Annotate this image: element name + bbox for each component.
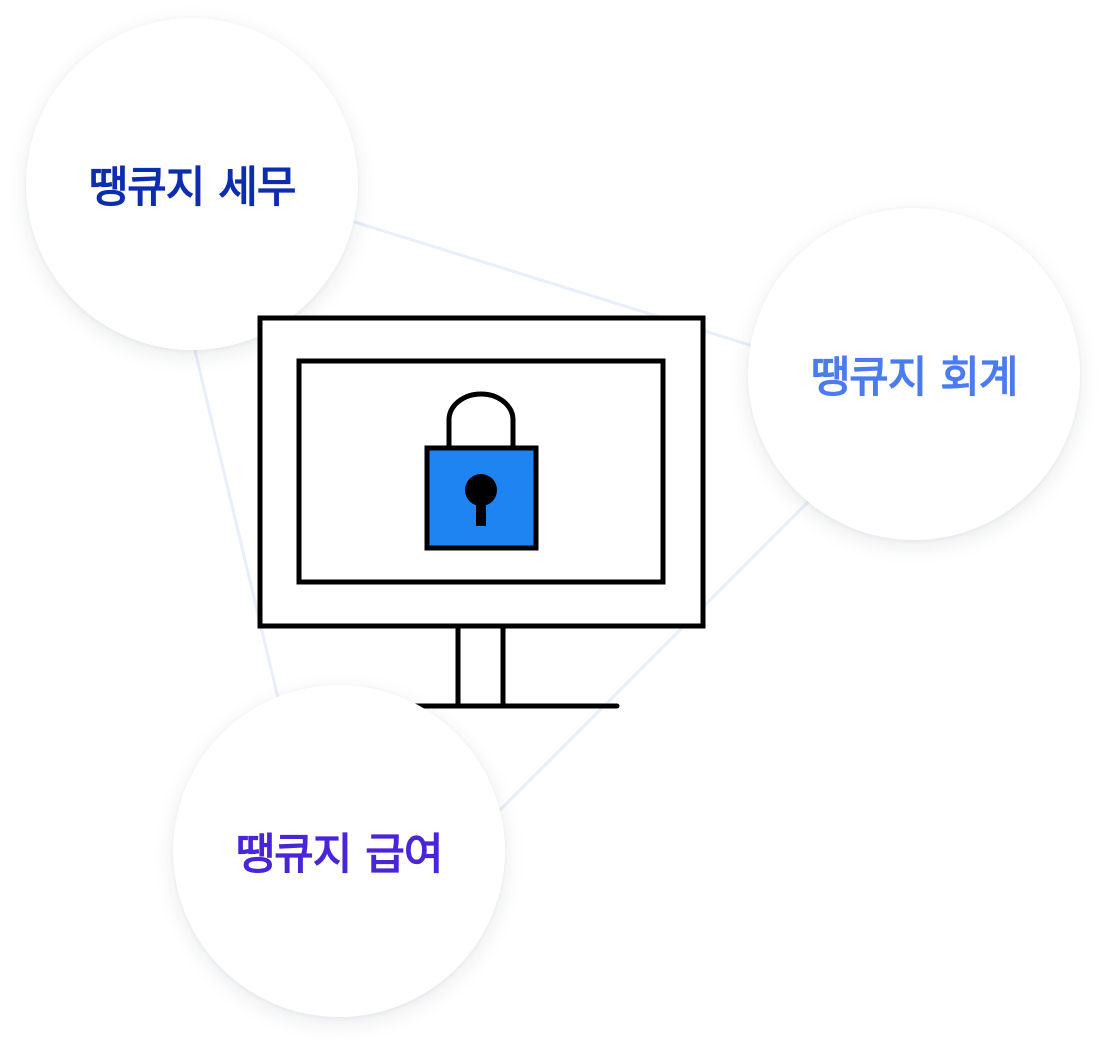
bubble-payroll-label: 땡큐지 급여 xyxy=(235,830,444,880)
bubble-tax-label: 땡큐지 세무 xyxy=(88,163,297,213)
padlock-shackle xyxy=(446,391,516,448)
monitor-stand-neck xyxy=(455,623,506,709)
padlock-keyhole-slot xyxy=(476,500,486,526)
monitor-icon xyxy=(257,315,706,709)
bubble-payroll: 땡큐지 급여 xyxy=(173,685,505,1017)
connector-tax-accounting xyxy=(299,203,831,372)
connector-accounting-payroll xyxy=(468,478,832,842)
bubble-accounting-label: 땡큐지 회계 xyxy=(810,353,1019,403)
bubble-accounting: 땡큐지 회계 xyxy=(748,208,1080,540)
padlock-icon xyxy=(424,391,539,551)
padlock-keyhole xyxy=(465,474,497,506)
bubble-tax: 땡큐지 세무 xyxy=(26,18,358,350)
